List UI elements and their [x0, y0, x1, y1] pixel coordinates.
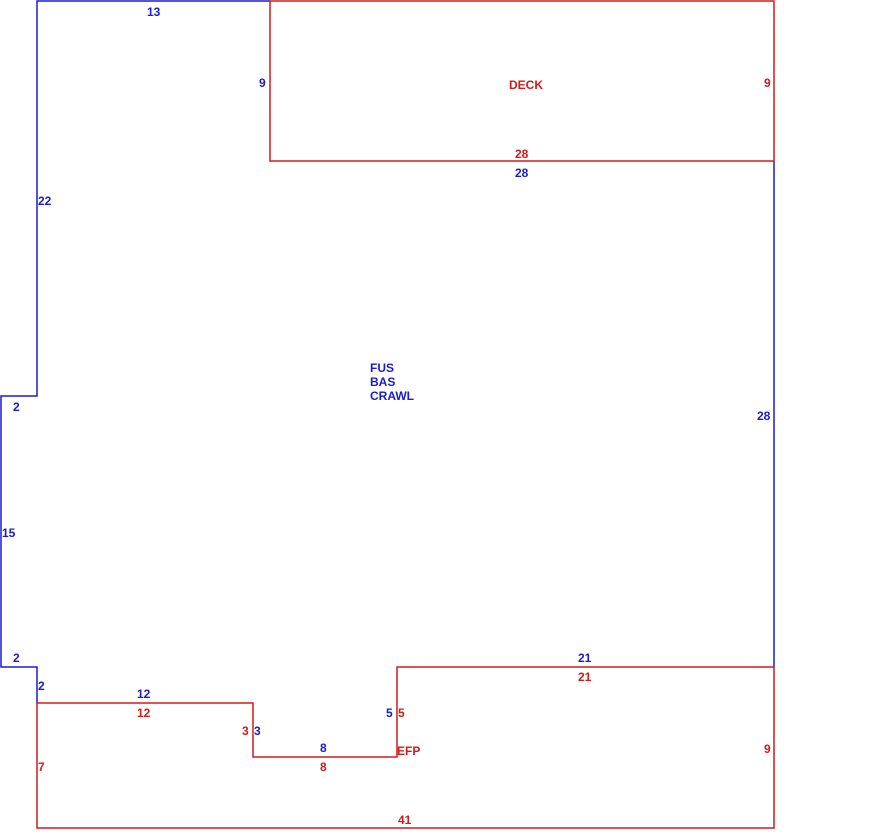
efp-dim-notch-bottom: 8 — [320, 760, 327, 774]
efp-dim-right: 9 — [764, 742, 771, 756]
efp-dim-top: 21 — [578, 670, 592, 684]
main-dim-left-lower: 15 — [2, 526, 16, 540]
main-dim-efp-step: 5 — [386, 706, 393, 720]
deck-dim-right: 9 — [764, 76, 771, 90]
main-dim-efp-notch-bottom: 8 — [320, 741, 327, 755]
main-dim-top: 13 — [147, 5, 161, 19]
main-dim-right: 28 — [757, 409, 771, 423]
main-area-name-line-1: FUS — [370, 361, 394, 375]
main-dim-efp-top: 21 — [578, 651, 592, 665]
efp-dim-step: 5 — [398, 706, 405, 720]
main-dim-notch: 2 — [38, 679, 45, 693]
efp-dim-bottom: 41 — [398, 813, 412, 827]
efp-dim-notch-side: 3 — [242, 724, 249, 738]
efp-name: EFP — [397, 744, 420, 758]
deck-dim-bottom: 28 — [515, 147, 529, 161]
efp-outline — [36, 666, 775, 829]
main-dim-efp-notch-side: 3 — [254, 724, 261, 738]
main-dim-deck-bottom: 28 — [515, 166, 529, 180]
main-area-name-line-2: BAS — [370, 375, 395, 389]
main-dim-efp-notch-top: 12 — [137, 687, 151, 701]
main-dim-left-upper: 22 — [38, 194, 52, 208]
efp-dim-left: 7 — [38, 760, 45, 774]
main-dim-step-top: 2 — [13, 400, 20, 414]
deck-outline — [269, 0, 775, 162]
main-area-name-line-3: CRAWL — [370, 389, 414, 403]
efp-dim-upper-left: 12 — [137, 706, 151, 720]
deck-name: DECK — [509, 78, 543, 92]
main-dim-deck-left: 9 — [259, 76, 266, 90]
main-dim-step-bottom: 2 — [13, 651, 20, 665]
main-area-outline — [0, 0, 270, 703]
